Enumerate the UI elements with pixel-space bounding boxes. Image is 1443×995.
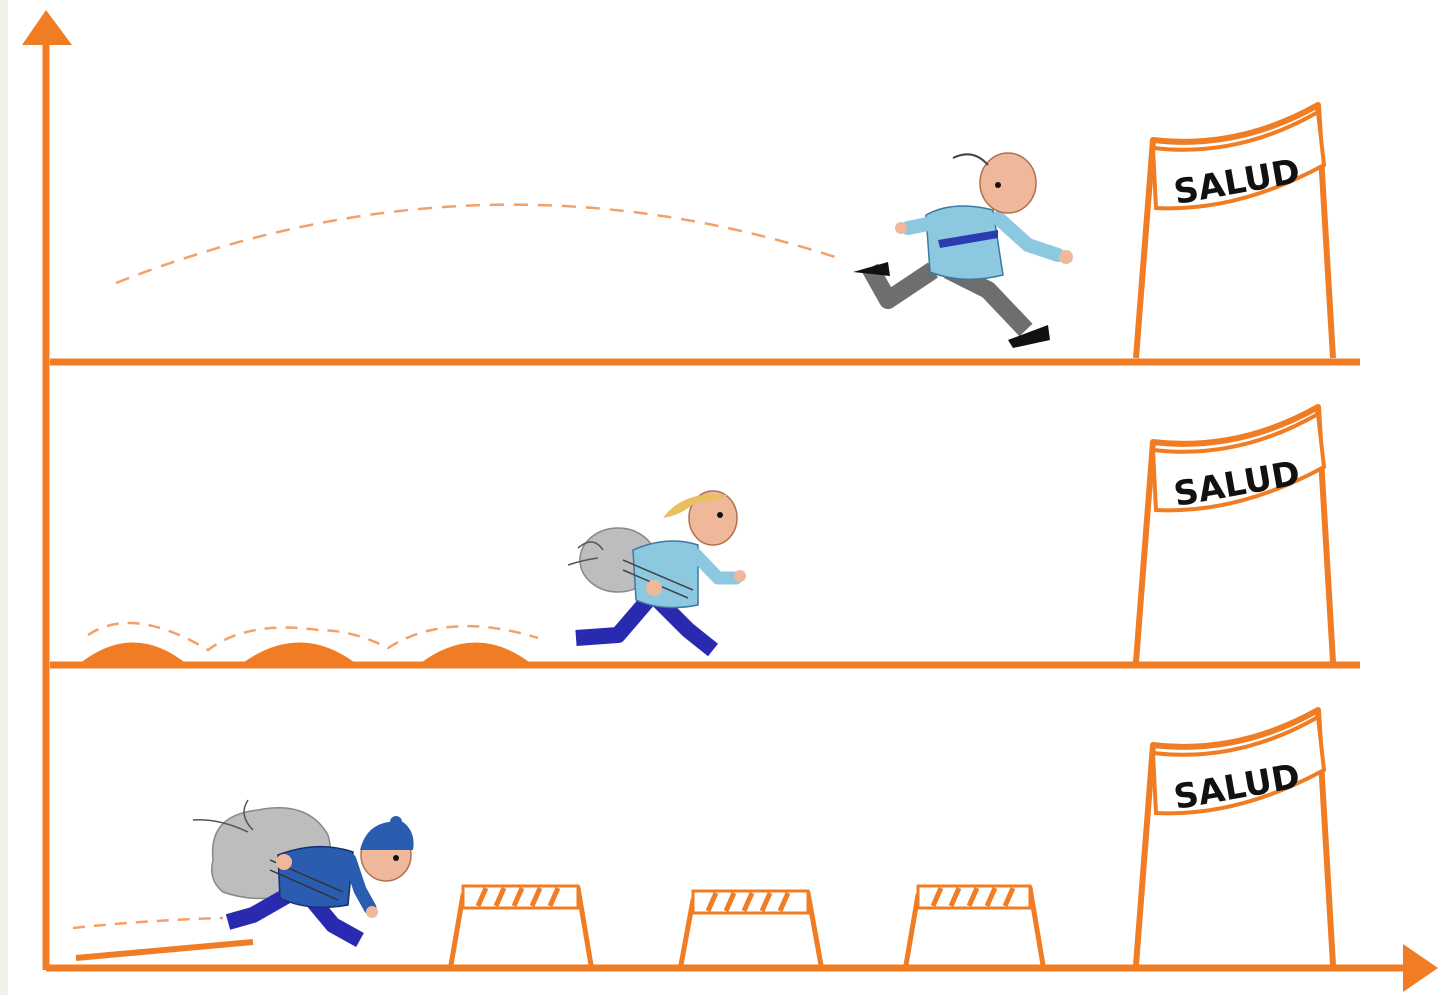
runner-with-small-sack [568,491,746,650]
obstacle-mound [240,643,358,666]
y-axis [22,10,72,970]
x-axis [46,944,1438,992]
diagram-canvas: SALUD [8,0,1443,995]
hurdle [451,886,591,965]
race-diagram: SALUD [8,0,1443,995]
goal-flag-middle: SALUD [1136,407,1333,662]
y-axis-arrowhead [22,10,72,45]
lane-top: SALUD [116,105,1333,358]
lane-bottom: SALUD [73,710,1333,965]
obstacle-mound [418,643,533,666]
goal-flag-bottom: SALUD [1136,710,1333,965]
jump-trajectory [116,205,838,283]
runner-with-large-sack [193,800,414,940]
goal-flag-top: SALUD [1136,105,1333,358]
hurdle [906,886,1043,965]
takeoff-ramp [76,942,253,958]
hurdle [681,891,821,965]
businessman-runner [853,153,1073,348]
lane-middle: SALUD [78,407,1333,665]
obstacle-mound [78,643,188,666]
jump-trajectory [73,918,223,928]
x-axis-arrowhead [1403,944,1438,992]
